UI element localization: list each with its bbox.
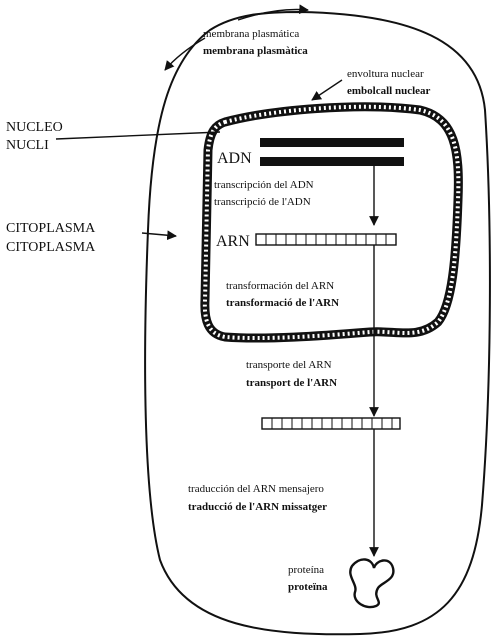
membrane-label-ca: membrana plasmàtica	[203, 45, 308, 57]
envelope-label-es: envoltura nuclear	[347, 68, 424, 80]
cytoplasm-pointer	[141, 230, 177, 241]
transport-label-es: transporte del ARN	[246, 359, 332, 371]
dna-strand-1	[260, 138, 404, 147]
rna-strand-cytoplasm	[261, 417, 401, 430]
protein-label-ca: proteïna	[288, 581, 328, 593]
cytoplasm-label-ca: CITOPLASMA	[6, 240, 96, 255]
dna-strand-2	[260, 157, 404, 166]
cell-membrane	[144, 10, 491, 636]
nucleus-pointer	[55, 131, 221, 140]
transcription-label-es: transcripción del ADN	[214, 179, 314, 191]
rna-strand-nucleus	[255, 233, 397, 246]
transformation-label-ca: transformació de l'ARN	[226, 297, 339, 309]
envelope-pointer	[311, 79, 343, 101]
transport-label-ca: transport de l'ARN	[246, 377, 337, 389]
translation-label-ca: traducció de l'ARN missatger	[188, 501, 327, 513]
cytoplasm-label-es: CITOPLASMA	[6, 221, 96, 236]
transcription-label-ca: transcripció de l'ADN	[214, 196, 311, 208]
rna-label: ARN	[216, 233, 250, 250]
protein-shape	[349, 558, 395, 609]
nucleus-label-es: NUCLEO	[6, 120, 63, 135]
membrane-label-es: membrana plasmática	[203, 28, 299, 40]
transformation-label-es: transformación del ARN	[226, 280, 334, 292]
nucleus-label-ca: NUCLI	[6, 138, 49, 153]
membrane-pointer-top	[237, 4, 309, 21]
translation-label-es: traducción del ARN mensajero	[188, 483, 324, 495]
envelope-label-ca: embolcall nuclear	[347, 85, 431, 97]
membrane-pointer-left	[164, 37, 206, 71]
nuclear-envelope	[200, 102, 463, 343]
protein-label-es: proteína	[288, 564, 324, 576]
dna-label: ADN	[217, 150, 252, 167]
